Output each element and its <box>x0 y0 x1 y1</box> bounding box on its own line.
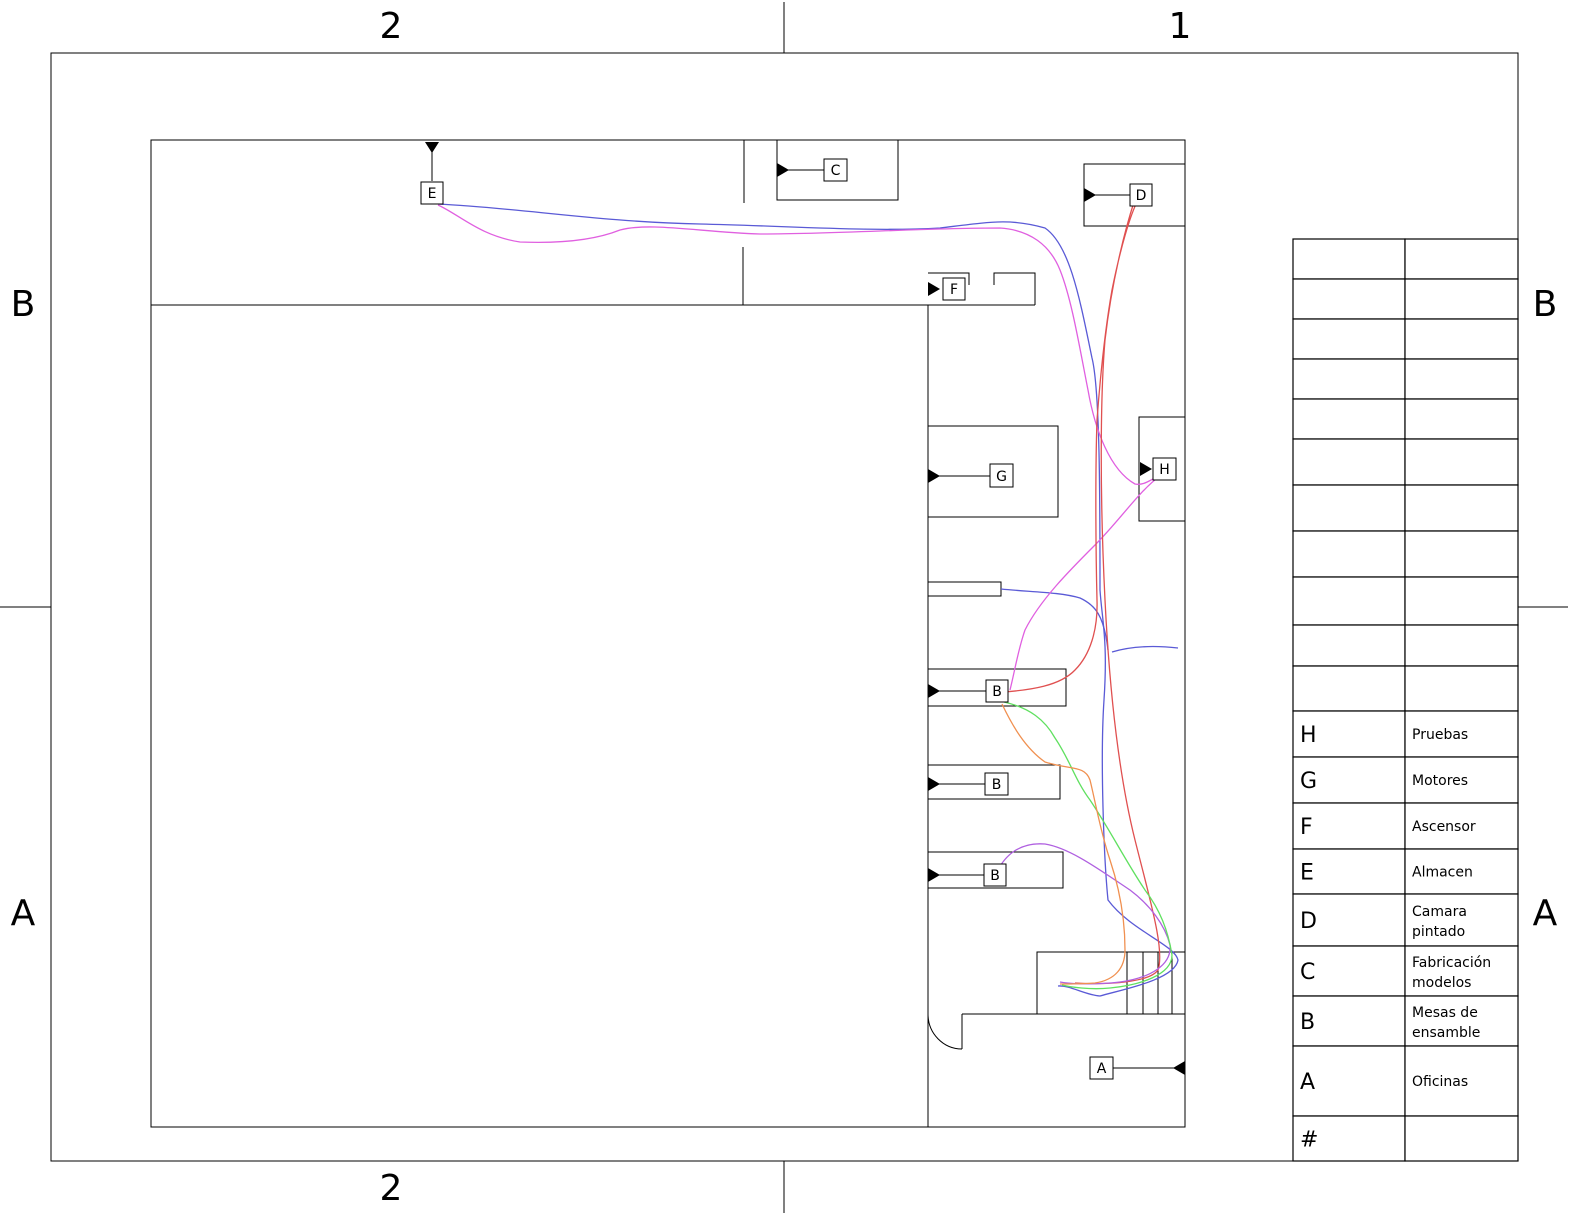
station-label-B-2: B <box>984 772 1009 796</box>
legend-key: # <box>1300 1128 1318 1153</box>
legend-row: F Ascensor <box>1292 802 1519 850</box>
legend-row: H Pruebas <box>1292 710 1519 758</box>
route-blue-branch <box>1000 588 1179 653</box>
legend-key: C <box>1300 960 1315 985</box>
legend-row: B Mesas de ensamble <box>1292 995 1519 1047</box>
svg-text:G: G <box>996 469 1007 485</box>
station-label-B-1: B <box>985 679 1009 703</box>
legend-row <box>1292 484 1519 532</box>
station-label-H: H <box>1152 457 1177 481</box>
svg-text:B: B <box>990 868 1000 884</box>
legend-row <box>1292 624 1519 667</box>
legend-label: Fabricación <box>1412 955 1491 971</box>
legend-label: pintado <box>1412 924 1465 940</box>
legend-row <box>1292 665 1519 712</box>
legend-label: Ascensor <box>1412 819 1476 835</box>
legend-label: modelos <box>1412 975 1471 991</box>
legend-row <box>1292 238 1519 280</box>
station-label-F: F <box>942 277 966 301</box>
zone-row-right-lower: A <box>1533 893 1558 934</box>
legend-row <box>1292 318 1519 360</box>
station-label-E: E <box>420 181 444 205</box>
legend-key: B <box>1300 1010 1315 1035</box>
legend-key: H <box>1300 723 1317 748</box>
legend-label: Mesas de <box>1412 1005 1478 1021</box>
route-green <box>1003 701 1173 990</box>
zone-row-left-upper: B <box>11 284 36 325</box>
legend-row: # <box>1292 1115 1519 1162</box>
legend-key: E <box>1300 861 1314 886</box>
svg-text:C: C <box>831 163 841 179</box>
svg-text:A: A <box>1097 1061 1107 1077</box>
legend-label: Pruebas <box>1412 727 1468 743</box>
station-label-D: D <box>1129 183 1153 207</box>
svg-text:H: H <box>1159 462 1170 478</box>
route-red <box>1003 199 1161 985</box>
legend-row: D Camara pintado <box>1292 893 1519 947</box>
zone-col-top-left: 2 <box>380 6 403 47</box>
route-orange <box>1001 703 1126 985</box>
legend-key: F <box>1300 815 1313 840</box>
legend-row: C Fabricación modelos <box>1292 945 1519 997</box>
legend-key: G <box>1300 769 1317 794</box>
svg-text:E: E <box>428 186 437 202</box>
legend-row: E Almacen <box>1292 848 1519 895</box>
legend-row <box>1292 278 1519 320</box>
station-label-B-3: B <box>983 863 1007 887</box>
legend-row <box>1292 398 1519 440</box>
svg-text:B: B <box>992 777 1002 793</box>
legend-key: D <box>1300 909 1317 934</box>
legend-row <box>1292 438 1519 486</box>
building-walls <box>150 139 1186 1128</box>
svg-text:B: B <box>992 684 1002 700</box>
station-label-C: C <box>823 158 848 182</box>
legend-row: A Oficinas <box>1292 1045 1519 1117</box>
legend-row: G Motores <box>1292 756 1519 804</box>
zone-row-right-upper: B <box>1533 284 1558 325</box>
legend-label: Oficinas <box>1412 1074 1468 1090</box>
route-blue <box>437 203 1179 997</box>
svg-text:D: D <box>1136 188 1147 204</box>
route-magenta <box>437 204 1161 691</box>
legend-label: Motores <box>1412 773 1468 789</box>
zone-col-top-right: 1 <box>1169 6 1192 47</box>
svg-text:F: F <box>950 282 958 298</box>
legend-label: Almacen <box>1412 865 1473 881</box>
legend-row <box>1292 576 1519 626</box>
station-label-G: G <box>989 463 1014 488</box>
route-violet <box>996 843 1171 985</box>
zone-col-bottom-left: 2 <box>380 1168 403 1209</box>
legend-label: ensamble <box>1412 1025 1480 1041</box>
legend-row <box>1292 530 1519 578</box>
route-traces <box>437 199 1179 997</box>
legend-row <box>1292 358 1519 400</box>
legend-key: A <box>1300 1070 1315 1095</box>
zone-row-left-lower: A <box>11 893 36 934</box>
legend-label: Camara <box>1412 904 1467 920</box>
station-leaders <box>425 142 1185 1075</box>
station-label-A: A <box>1089 1056 1114 1080</box>
